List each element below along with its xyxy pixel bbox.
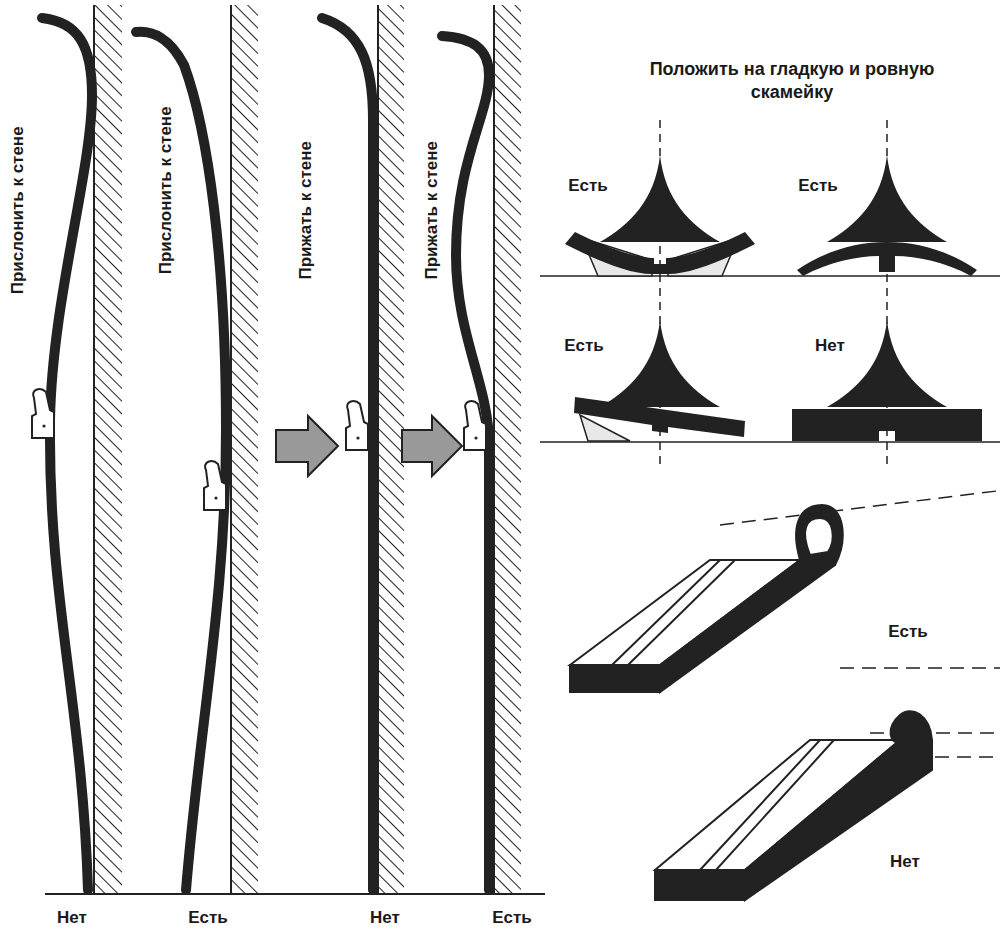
verdict: Есть bbox=[492, 909, 532, 928]
verdict: Есть bbox=[798, 177, 838, 196]
verdict: Нет bbox=[815, 337, 845, 356]
instruction: Прислонить к стене bbox=[157, 106, 176, 274]
instruction: Прижать к стене bbox=[297, 141, 316, 279]
instruction: Прислонить к стене bbox=[9, 126, 28, 294]
verdict: Нет bbox=[370, 909, 400, 928]
verdict: Есть bbox=[188, 909, 228, 928]
verdict: Есть bbox=[564, 337, 604, 356]
verdict: Нет bbox=[890, 853, 920, 872]
verdict: Есть bbox=[568, 177, 608, 196]
verdict: Есть bbox=[888, 623, 928, 642]
instruction: Прижать к стене bbox=[423, 141, 442, 279]
verdict: Нет bbox=[57, 909, 87, 928]
heading: Положить на гладкую и ровную скамейку bbox=[642, 58, 942, 103]
